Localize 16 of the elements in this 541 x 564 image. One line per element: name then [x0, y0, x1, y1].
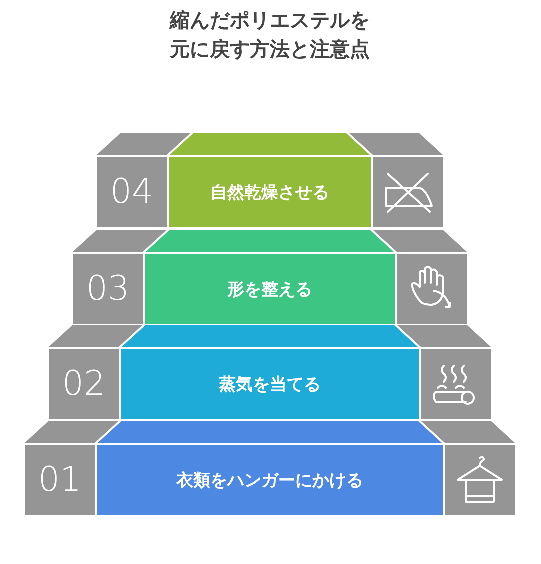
title: 縮んだポリエステルを元に戻す方法と注意点	[169, 7, 371, 63]
step-number: 01	[38, 460, 82, 500]
step-box	[169, 157, 371, 227]
step-box	[121, 349, 419, 419]
number-box	[25, 445, 95, 515]
step-number: 03	[86, 269, 130, 309]
step-label: 蒸気を当てる	[219, 374, 321, 396]
step-label: 自然乾燥させる	[210, 182, 330, 204]
step-box	[97, 445, 443, 515]
step-number: 04	[110, 172, 154, 212]
step-box	[145, 254, 395, 324]
number-box	[49, 349, 119, 419]
step-label: 衣類をハンガーにかける	[176, 470, 364, 492]
number-box	[97, 157, 167, 227]
step-label: 形を整える	[228, 278, 312, 300]
step-number: 02	[62, 364, 106, 404]
